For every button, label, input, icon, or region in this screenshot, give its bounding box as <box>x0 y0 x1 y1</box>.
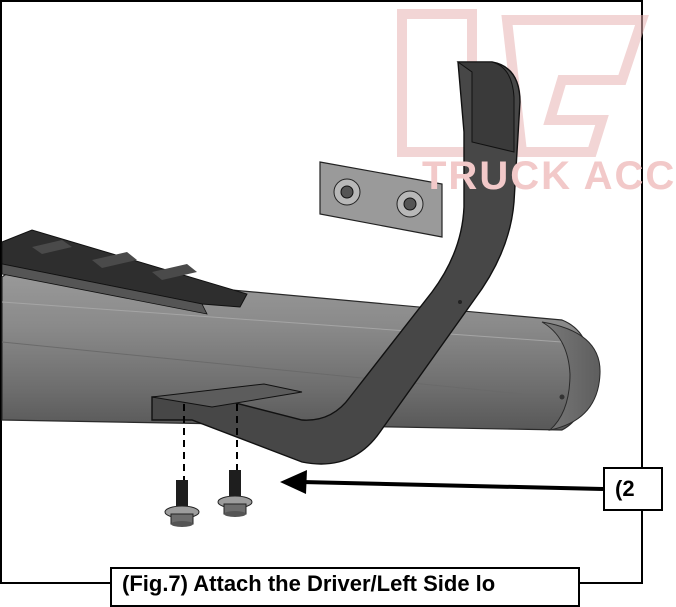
mounting-bracket <box>151 61 521 465</box>
step-pad <box>1 229 248 315</box>
watermark-text: TRUCK ACC <box>422 154 676 198</box>
bolt-left <box>164 480 200 527</box>
step-bar-illustration <box>1 9 649 527</box>
figure-caption: (Fig.7) Attach the Driver/Left Side lo <box>110 567 580 607</box>
bolt-right <box>217 470 253 517</box>
bracket-bolt-left <box>333 178 361 206</box>
step-tube <box>1 269 601 431</box>
watermark-logo <box>397 9 649 157</box>
callout-arrow <box>280 470 604 494</box>
quantity-callout: (2 <box>603 467 663 511</box>
bracket-bolt-right <box>396 190 424 218</box>
bolt-guide-lines <box>183 404 238 480</box>
